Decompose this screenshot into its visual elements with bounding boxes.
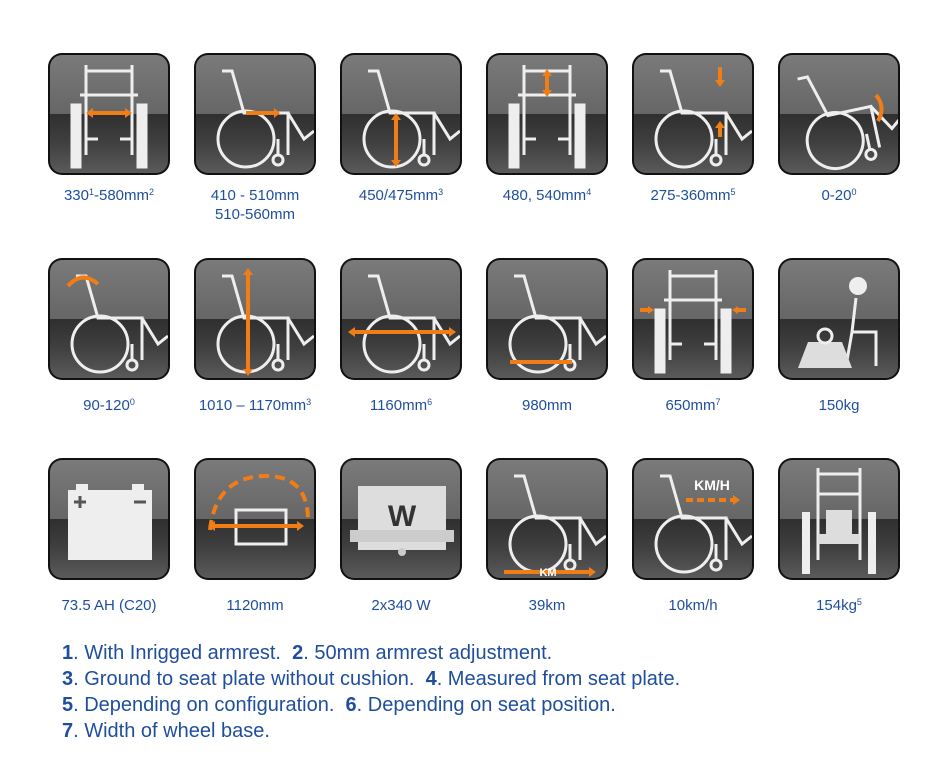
spec-value: 3301-580mm2 xyxy=(63,187,155,204)
spec-value: 275-360mm5 xyxy=(650,187,736,204)
spec-value: 1160mm6 xyxy=(369,397,433,414)
value-text: 330 xyxy=(63,187,89,204)
max-user-weight-icon xyxy=(778,258,900,380)
battery-icon xyxy=(48,458,170,580)
footnote-line: 5. Depending on configuration. 6. Depend… xyxy=(62,694,616,716)
backrest-height-icon xyxy=(486,53,608,175)
armrest-height-icon xyxy=(632,53,754,175)
spec-value: 1010 – 1170mm3 xyxy=(198,397,312,414)
value-text: 450/475mm xyxy=(358,187,439,204)
total-width-icon xyxy=(632,258,754,380)
seat-height-icon xyxy=(340,53,462,175)
footnote-line: 7. Width of wheel base. xyxy=(62,720,270,742)
total-height-icon xyxy=(194,258,316,380)
spec-value: 2x340 W xyxy=(328,596,474,615)
value-text: 1120mm xyxy=(226,597,284,614)
value-text: 10km/h xyxy=(668,597,718,614)
total-length-icon xyxy=(340,258,462,380)
value-text: 980mm xyxy=(521,397,573,414)
spec-value: 1120mm xyxy=(182,596,328,615)
value-text: 154kg xyxy=(816,597,857,614)
range-icon: KM xyxy=(486,458,608,580)
spec-value: 73.5 AH (C20) xyxy=(36,596,182,615)
spec-value: 450/475mm3 xyxy=(358,187,444,204)
backrest-angle-icon xyxy=(48,258,170,380)
value-text: 90-120 xyxy=(83,397,130,414)
value-text: 0-20 xyxy=(821,187,852,204)
seat-width-icon xyxy=(48,53,170,175)
value-text: 2x340 W xyxy=(371,597,431,614)
spec-value: 10km/h xyxy=(620,596,766,615)
spec-value: 480, 540mm4 xyxy=(502,187,592,204)
seat-depth-icon xyxy=(194,53,316,175)
value-text: 650mm xyxy=(665,397,716,414)
spec-value: 0-200 xyxy=(821,187,857,204)
spec-value: 980mm xyxy=(474,396,620,415)
footnotes: 1. With Inrigged armrest. 2. 50mm armres… xyxy=(62,640,680,744)
value-text: 480, 540mm xyxy=(502,187,587,204)
wheelbase-length-icon xyxy=(486,258,608,380)
value-text: 39km xyxy=(528,597,566,614)
svg-text:W: W xyxy=(388,500,417,533)
value-text: 150kg xyxy=(818,397,860,414)
value-text: 410 - 510mm xyxy=(210,187,300,204)
value-text: 1010 – 1170mm xyxy=(198,397,307,414)
value-text: 1160mm xyxy=(369,397,428,414)
tilt-icon xyxy=(778,53,900,175)
weight-icon xyxy=(778,458,900,580)
spec-value: 90-1200 xyxy=(83,397,135,414)
spec-value: 150kg xyxy=(766,396,912,415)
speed-icon: KM/H xyxy=(632,458,754,580)
turning-radius-icon xyxy=(194,458,316,580)
footnote-line: 3. Ground to seat plate without cushion.… xyxy=(62,668,681,690)
spec-value: 39km xyxy=(474,596,620,615)
spec-value: 154kg5 xyxy=(816,597,862,614)
motor-icon: W xyxy=(340,458,462,580)
value-text: 275-360mm xyxy=(650,187,731,204)
footnote-line: 1. With Inrigged armrest. 2. 50mm armres… xyxy=(62,642,553,664)
svg-text:KM/H: KM/H xyxy=(694,477,730,493)
value-text: 73.5 AH (C20) xyxy=(61,597,157,614)
spec-value: 650mm7 xyxy=(665,397,721,414)
svg-text:KM: KM xyxy=(539,567,556,578)
